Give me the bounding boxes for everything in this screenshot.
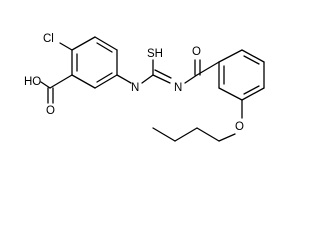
bond-amide-ring xyxy=(196,61,220,76)
bond-chain xyxy=(196,127,220,142)
bond xyxy=(71,36,96,51)
bond-chain xyxy=(152,127,176,142)
bond-o-ch2 xyxy=(218,133,236,142)
double-bond-inner xyxy=(243,85,260,95)
double-bond-inner xyxy=(243,55,260,65)
bond xyxy=(71,74,96,89)
bond xyxy=(218,49,243,63)
bond xyxy=(241,87,265,101)
bond-cl xyxy=(59,42,73,51)
nh-left-label: N xyxy=(131,82,139,94)
bond-c-n-double xyxy=(152,74,171,84)
nh-right-label: N xyxy=(174,82,182,94)
bond xyxy=(94,36,118,51)
bond-ring-carboxyl xyxy=(49,74,73,89)
double-bond-inner xyxy=(96,42,113,53)
bond-chain xyxy=(174,127,198,142)
right-benzene-ring xyxy=(218,49,265,101)
bond-c-oh xyxy=(40,81,51,89)
thiol-label: SH xyxy=(147,48,163,60)
chemical-structure-diagram: Cl HO O N SH N O O xyxy=(24,33,265,142)
bond xyxy=(94,74,118,89)
ether-oxygen-label: O xyxy=(235,121,244,133)
bond-c-n-double xyxy=(154,69,172,79)
carbonyl-oxygen-label: O xyxy=(46,105,55,117)
bond-nh-c xyxy=(141,74,154,84)
double-bond-inner xyxy=(96,72,113,83)
bond-ring-nh xyxy=(116,74,132,84)
bond xyxy=(241,49,265,63)
bond-n-amide-c xyxy=(184,74,198,84)
amide-oxygen-label: O xyxy=(192,46,201,58)
hydroxyl-label: HO xyxy=(24,76,41,88)
left-benzene-ring xyxy=(71,36,118,89)
bond xyxy=(218,87,243,101)
chlorine-label: Cl xyxy=(43,33,54,45)
